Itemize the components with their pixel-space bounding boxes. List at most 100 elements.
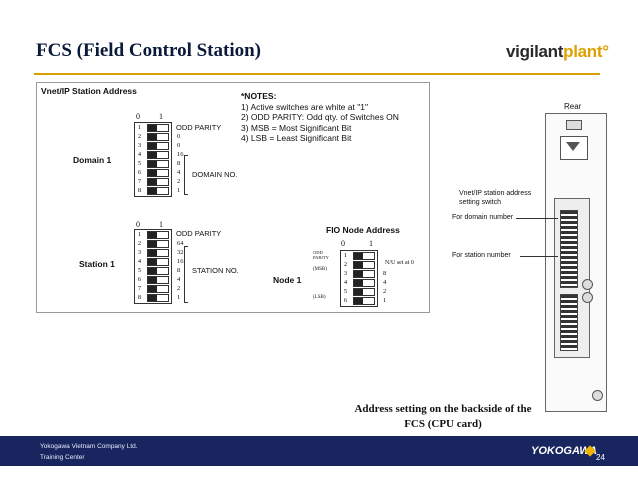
- switch-slot: [353, 288, 375, 296]
- domain-col-0: 0: [136, 112, 140, 121]
- switch-slot: [147, 276, 169, 284]
- switch-row: 6: [135, 275, 171, 284]
- domain-bracket: [184, 155, 188, 195]
- switch-knob: [148, 232, 157, 238]
- switch-row: 2: [135, 132, 171, 141]
- slide-title: FCS (Field Control Station): [36, 40, 262, 61]
- bit-value: 0: [177, 142, 181, 149]
- note-line: 1) Active switches are white at "1": [241, 101, 368, 112]
- station-bracket: [184, 246, 188, 303]
- switch-row: 4: [341, 278, 377, 287]
- card-screw: [592, 390, 603, 401]
- switch-number: 5: [137, 160, 142, 167]
- switch-slot: [147, 258, 169, 266]
- switch-knob: [148, 241, 157, 247]
- note-line: 3) MSB = Most Significant Bit: [241, 122, 352, 133]
- switch-slot: [147, 231, 169, 239]
- switch-knob: [148, 277, 157, 283]
- fio-lsb: (LSB): [313, 295, 326, 300]
- fio-node-label: Node 1: [273, 275, 302, 285]
- switch-row: 3: [135, 141, 171, 150]
- bit-value: 8: [383, 270, 387, 277]
- switch-knob: [148, 286, 157, 292]
- bit-value: 4: [383, 279, 387, 286]
- switch-row: 8: [135, 186, 171, 195]
- domain-no-label: DOMAIN NO.: [192, 170, 238, 179]
- vigilantplant-logo: vigilantplant°: [506, 42, 609, 61]
- switch-slot: [147, 294, 169, 302]
- bit-value: 1: [383, 297, 387, 304]
- domain-number-label: For domain number: [452, 214, 514, 221]
- station-col-1: 1: [159, 220, 163, 229]
- footer-bar: Yokogawa Vietnam Company Ltd. Training C…: [0, 436, 638, 466]
- station-no-label: STATION NO.: [192, 266, 239, 275]
- bit-value: 0: [177, 133, 181, 140]
- switch-number: 3: [137, 249, 142, 256]
- switch-knob: [354, 280, 363, 286]
- switch-row: 2: [135, 239, 171, 248]
- switch-row: 6: [341, 296, 377, 305]
- bit-value: 2: [383, 288, 387, 295]
- switch-number: 1: [137, 124, 142, 131]
- figure-caption: Address setting on the backside of the F…: [354, 403, 532, 430]
- bit-value: 2: [177, 285, 181, 292]
- switch-row: 2: [341, 260, 377, 269]
- switch-row: 3: [341, 269, 377, 278]
- card-warning-mark: [566, 142, 580, 151]
- switch-slot: [353, 261, 375, 269]
- switch-number: 1: [137, 231, 142, 238]
- domain-leader-line: [516, 218, 558, 219]
- bit-value: 1: [177, 294, 181, 301]
- switch-knob: [148, 295, 157, 301]
- switch-row: 5: [135, 159, 171, 168]
- domain-label: Domain 1: [73, 155, 112, 165]
- switch-row: 5: [135, 266, 171, 275]
- station-label: Station 1: [79, 259, 115, 269]
- switch-number: 6: [137, 169, 142, 176]
- cpu-card-illustration: [545, 113, 607, 412]
- switch-knob: [354, 253, 363, 259]
- yokogawa-logo: YOKOGAWA: [531, 445, 598, 457]
- switch-slot: [147, 285, 169, 293]
- fio-nu-label: N/U set at 0: [385, 260, 414, 266]
- switch-number: 5: [137, 267, 142, 274]
- switch-number: 4: [137, 151, 142, 158]
- switch-row: 6: [135, 168, 171, 177]
- switch-knob: [354, 262, 363, 268]
- fio-msb: (MSB): [313, 267, 327, 272]
- switch-number: 8: [137, 294, 142, 301]
- bit-value: 16: [177, 258, 184, 265]
- switch-row: 7: [135, 177, 171, 186]
- station-number-label: For station number: [452, 252, 511, 259]
- switch-slot: [147, 160, 169, 168]
- card-screw: [582, 292, 593, 303]
- switch-number: 7: [137, 285, 142, 292]
- page-number: 24: [596, 453, 605, 462]
- switch-row: 3: [135, 248, 171, 257]
- note-line: 2) ODD PARITY: Odd qty. of Switches ON: [241, 112, 399, 122]
- fio-title: FIO Node Address: [326, 225, 400, 235]
- switch-knob: [148, 143, 157, 149]
- switch-slot: [147, 151, 169, 159]
- bit-value: 1: [177, 187, 181, 194]
- switch-slot: [353, 297, 375, 305]
- switch-slot: [147, 169, 169, 177]
- bit-value: 8: [177, 267, 181, 274]
- footer-company: Yokogawa Vietnam Company Ltd.: [40, 443, 138, 450]
- card-station-switch: [560, 294, 578, 351]
- station-address-panel: Vnet/IP Station Address *NOTES: 1) Activ…: [36, 82, 430, 313]
- switch-row: 5: [341, 287, 377, 296]
- switch-slot: [353, 252, 375, 260]
- switch-slot: [353, 270, 375, 278]
- switch-slot: [147, 240, 169, 248]
- switch-slot: [353, 279, 375, 287]
- switch-knob: [148, 179, 157, 185]
- switch-knob: [148, 268, 157, 274]
- switch-number: 2: [137, 240, 142, 247]
- bit-value: 2: [177, 178, 181, 185]
- switch-knob: [354, 289, 363, 295]
- switch-knob: [148, 134, 157, 140]
